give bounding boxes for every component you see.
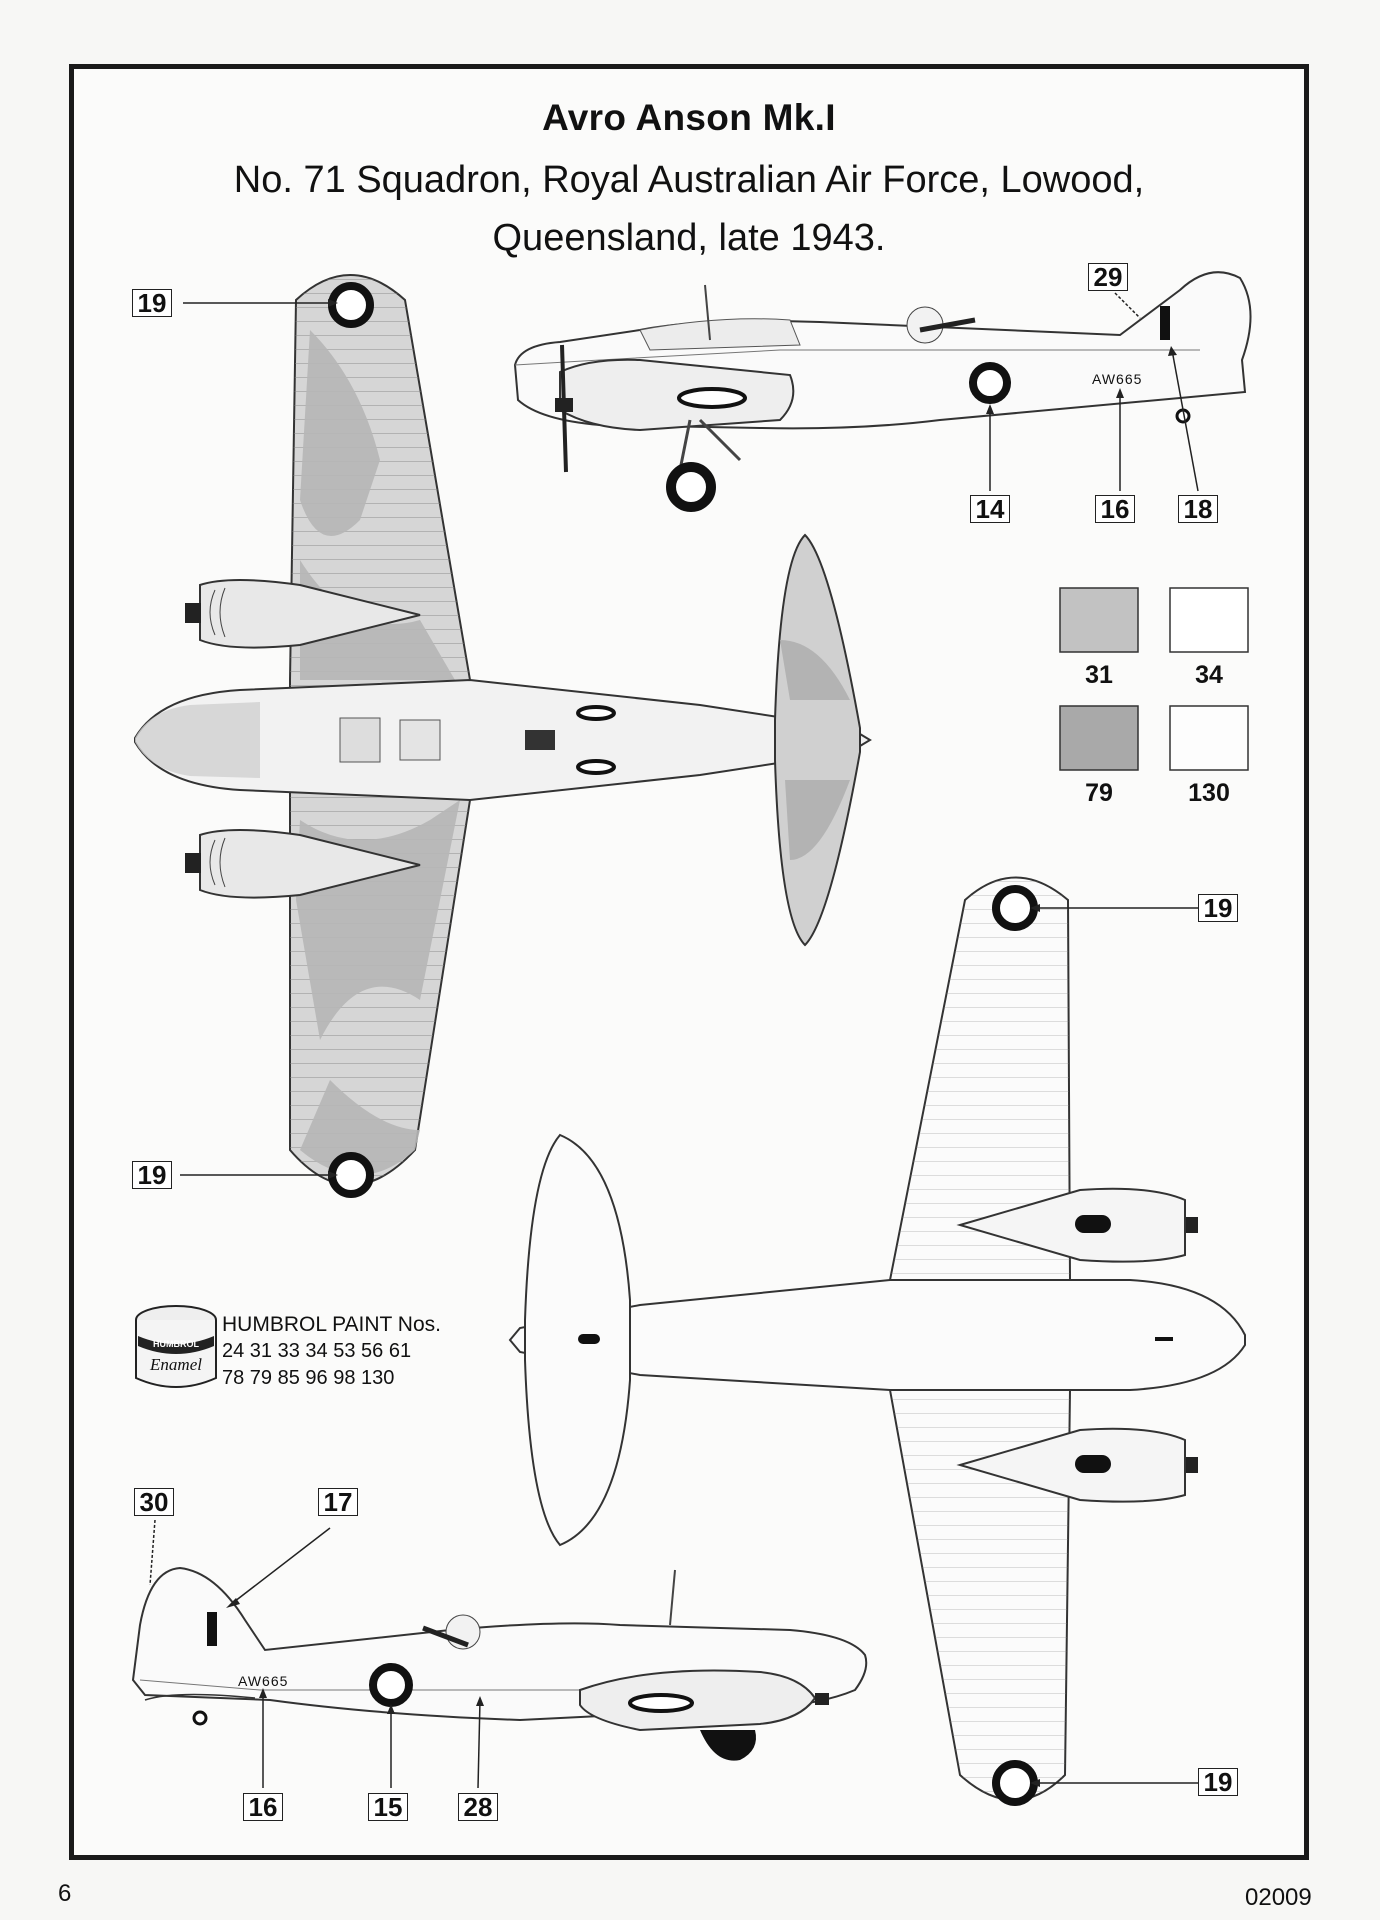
callout-15-roundel: 15: [368, 1793, 408, 1821]
humbrol-paint-list: HUMBROL PAINT Nos. 24 31 33 34 53 56 61 …: [222, 1311, 441, 1392]
bottom-view-nacelles: [956, 1187, 1198, 1503]
side2-roundel: [369, 1663, 413, 1707]
color-chip-label-31: 31: [1085, 661, 1113, 689]
top-view-aircraft: [134, 274, 872, 1198]
side1-roundel: [969, 362, 1011, 404]
page-title: Avro Anson Mk.I: [542, 97, 836, 138]
side-view-starboard: AW665: [513, 271, 1252, 512]
color-chip-label-130: 130: [1188, 779, 1230, 807]
tin-brand-text: HUMBROL: [153, 1339, 199, 1349]
top-view-tailplane: [774, 533, 861, 947]
callout-16-serial-port: 16: [243, 1793, 283, 1821]
color-chip-label-79: 79: [1085, 779, 1113, 807]
callout-14-roundel: 14: [970, 495, 1010, 523]
callout-17-fin-flash: 17: [318, 1488, 358, 1516]
color-chip-79: [1059, 705, 1139, 771]
top-view-nacelles: [185, 579, 421, 899]
side1-fin-flash: [1160, 306, 1170, 340]
color-chip-label-34: 34: [1195, 661, 1223, 689]
callout-18-tailwheel: 18: [1178, 495, 1218, 523]
top-view-camouflage: [296, 330, 460, 1175]
lower-wing-roundel-bottom: [992, 1760, 1038, 1806]
humbrol-paint-line-2: 78 79 85 96 98 130: [222, 1367, 395, 1389]
side2-fin-flash: [207, 1612, 217, 1646]
bottom-view-tailplane: [524, 1133, 631, 1547]
tin-label-text: Enamel: [149, 1355, 202, 1374]
color-chart: [1059, 587, 1249, 771]
lower-wing-roundel-top: [992, 885, 1038, 931]
humbrol-paint-heading: HUMBROL PAINT Nos.: [222, 1313, 441, 1336]
color-chip-31: [1059, 587, 1139, 653]
callout-19-lower-wing-bottom: 19: [1198, 1768, 1238, 1796]
color-chip-130: [1169, 705, 1249, 771]
catalog-number: 02009: [1245, 1884, 1312, 1911]
callout-30-fin: 30: [134, 1488, 174, 1516]
side1-serial: AW665: [1092, 371, 1142, 387]
humbrol-paint-tin-icon: HUMBROL Enamel: [135, 1305, 217, 1388]
callout-16-serial: 16: [1095, 495, 1135, 523]
upper-wing-roundel-top: [328, 282, 374, 328]
callout-19-upper-wing-top: 19: [132, 289, 172, 317]
callout-19-upper-wing-bottom: 19: [132, 1161, 172, 1189]
color-chip-34: [1169, 587, 1249, 653]
side-view-port: AW665: [131, 1519, 868, 1789]
humbrol-paint-line-1: 24 31 33 34 53 56 61: [222, 1340, 412, 1362]
bottom-view-aircraft: [508, 876, 1246, 1806]
subtitle-line-2: Queensland, late 1943.: [492, 217, 886, 259]
page-subtitle: No. 71 Squadron, Royal Australian Air Fo…: [74, 151, 1304, 267]
callout-29-fin-flash: 29: [1088, 263, 1128, 291]
side2-serial: AW665: [238, 1673, 288, 1689]
subtitle-line-1: No. 71 Squadron, Royal Australian Air Fo…: [233, 159, 1145, 201]
page-number: 6: [58, 1880, 72, 1907]
callout-19-lower-wing-top: 19: [1198, 894, 1238, 922]
callout-28-walkway: 28: [458, 1793, 498, 1821]
bottom-view-fuselage: [508, 1279, 1246, 1391]
